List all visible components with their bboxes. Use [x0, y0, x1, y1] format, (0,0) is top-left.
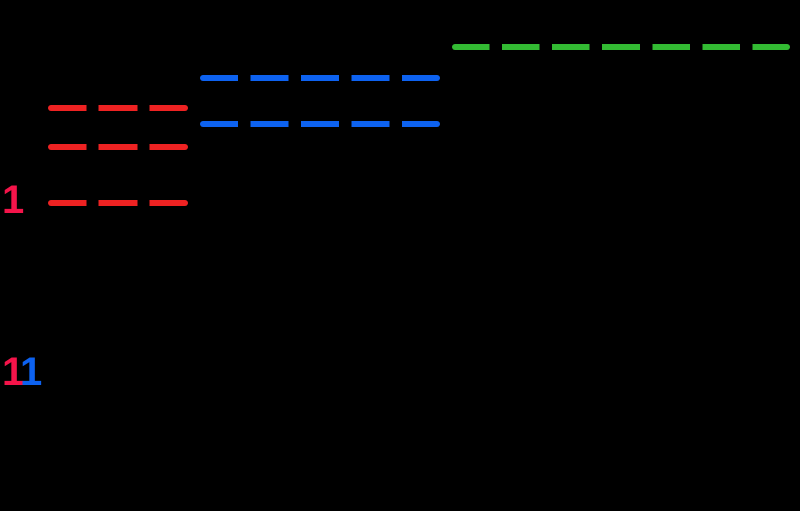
tick-label-red-upper: 1 — [2, 178, 25, 222]
level-line-red-2 — [48, 144, 188, 150]
level-line-red-3 — [48, 200, 188, 206]
level-line-blue-1 — [200, 75, 440, 81]
level-line-blue-2 — [200, 121, 440, 127]
level-line-green-1 — [452, 44, 790, 50]
level-line-red-1 — [48, 105, 188, 111]
tick-label-blue-lower: 1 — [20, 350, 43, 394]
tick-label-red-lower: 1 — [2, 350, 25, 394]
